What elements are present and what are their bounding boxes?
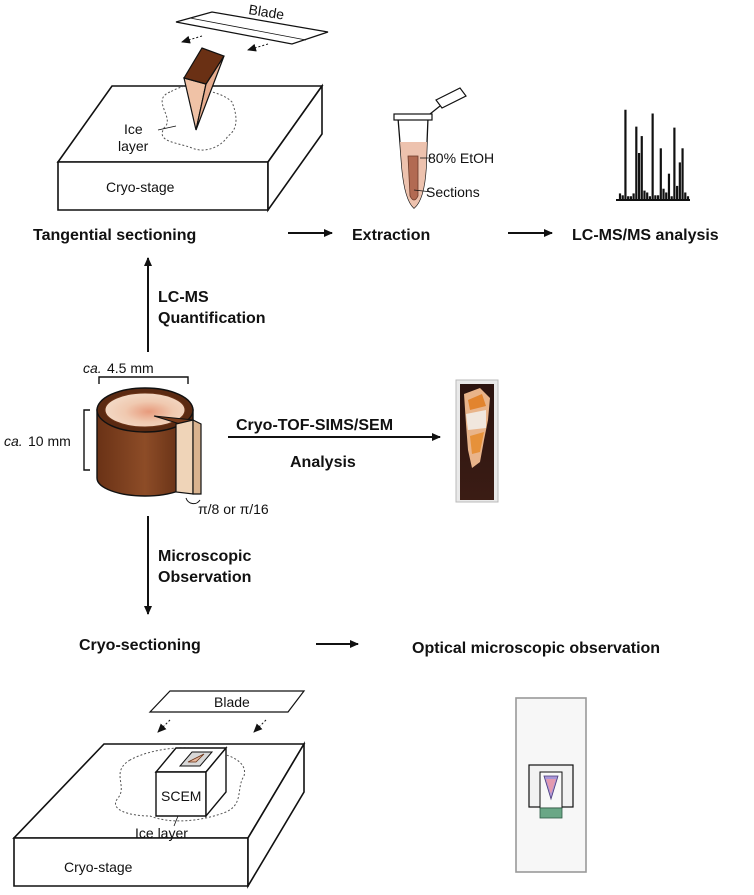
scem-block-side: [205, 746, 227, 818]
bottom-blade-arrow-2: [253, 719, 267, 733]
photo-specimen-orange-2: [470, 432, 484, 454]
tofsims-label-line2: Analysis: [290, 454, 356, 471]
blade-motion-arrow-1: [181, 35, 203, 44]
blade-plate: [175, 11, 329, 45]
angle-label: π/8 or π/16: [198, 501, 269, 517]
step-optical-observation: Optical microscopic observation: [412, 640, 660, 657]
bottom-cryo-stage-label: Cryo-stage: [64, 859, 133, 875]
tofsims-label-line1: Cryo-TOF-SIMS/SEM: [236, 417, 393, 434]
tube-label-pointer-sections: [413, 189, 433, 193]
width-bracket: [98, 376, 189, 384]
tube-label-etoh: 80% EtOH: [428, 150, 494, 166]
width-value: 4.5 mm: [107, 360, 154, 376]
wedge-extracted-side: [192, 419, 202, 495]
tube-cap: [435, 87, 467, 109]
optical-slide-illustration: [515, 697, 587, 873]
wedge-extracted: [175, 419, 194, 495]
ice-layer-pointer: [157, 125, 177, 131]
height-value: 10 mm: [28, 433, 71, 449]
blade-label-top: Blade: [248, 1, 286, 22]
bottom-cryo-stage-illustration: Blade: [12, 690, 306, 889]
bottom-ice-label: Ice layer: [135, 825, 188, 841]
bottom-blade-plate: [148, 690, 306, 713]
microscopic-label-line1: Microscopic: [158, 548, 251, 565]
cryo-stage-label-top: Cryo-stage: [106, 179, 175, 195]
ice-layer-outline: [161, 85, 237, 151]
bottom-ice-pointer: [173, 815, 179, 827]
tube-label-sections: Sections: [426, 184, 480, 200]
scem-embedded-wedge: [187, 753, 205, 763]
step-cryo-sectioning: Cryo-sectioning: [79, 637, 201, 654]
tofsims-sample-photo: [455, 379, 499, 503]
bottom-stage-side: [247, 741, 305, 889]
scem-label: SCEM: [161, 788, 201, 804]
lcms-label-line1: LC-MS: [158, 289, 209, 306]
photo-specimen-pale: [466, 410, 486, 430]
angle-arrow: [185, 497, 201, 505]
height-prefix: ca.: [4, 433, 23, 449]
blade-edge: [189, 17, 307, 41]
bottom-blade-arrow-1: [157, 719, 171, 733]
tube-rim: [393, 113, 433, 121]
step-tangential-sectioning: Tangential sectioning: [33, 227, 196, 244]
ice-label-line2: layer: [118, 138, 149, 154]
blade-motion-arrow-2: [247, 43, 269, 52]
top-cryo-stage-illustration: Blade Ice layer Cryo-stage: [56, 1, 329, 213]
extraction-tube: [393, 87, 467, 209]
width-prefix: ca.: [83, 360, 102, 376]
tube-sections: [407, 155, 419, 201]
bottom-blade-label: Blade: [214, 694, 250, 710]
height-bracket: [83, 409, 90, 471]
step-lcmsms-analysis: LC-MS/MS analysis: [572, 227, 719, 244]
photo-specimen-orange: [468, 394, 486, 410]
tube-hinge: [429, 105, 441, 115]
wood-cylinder-sample: [83, 376, 202, 505]
optical-wedge-tip: [546, 779, 556, 794]
stage-side-face: [267, 83, 323, 213]
ice-label-line1: Ice: [124, 121, 143, 137]
lcms-label-line2: Quantification: [158, 310, 266, 327]
step-extraction: Extraction: [352, 227, 430, 244]
microscopic-label-line2: Observation: [158, 569, 251, 586]
wedge-sample-top: [183, 47, 225, 85]
ms-spectrum: [616, 109, 690, 201]
optical-label-strip: [539, 807, 563, 819]
